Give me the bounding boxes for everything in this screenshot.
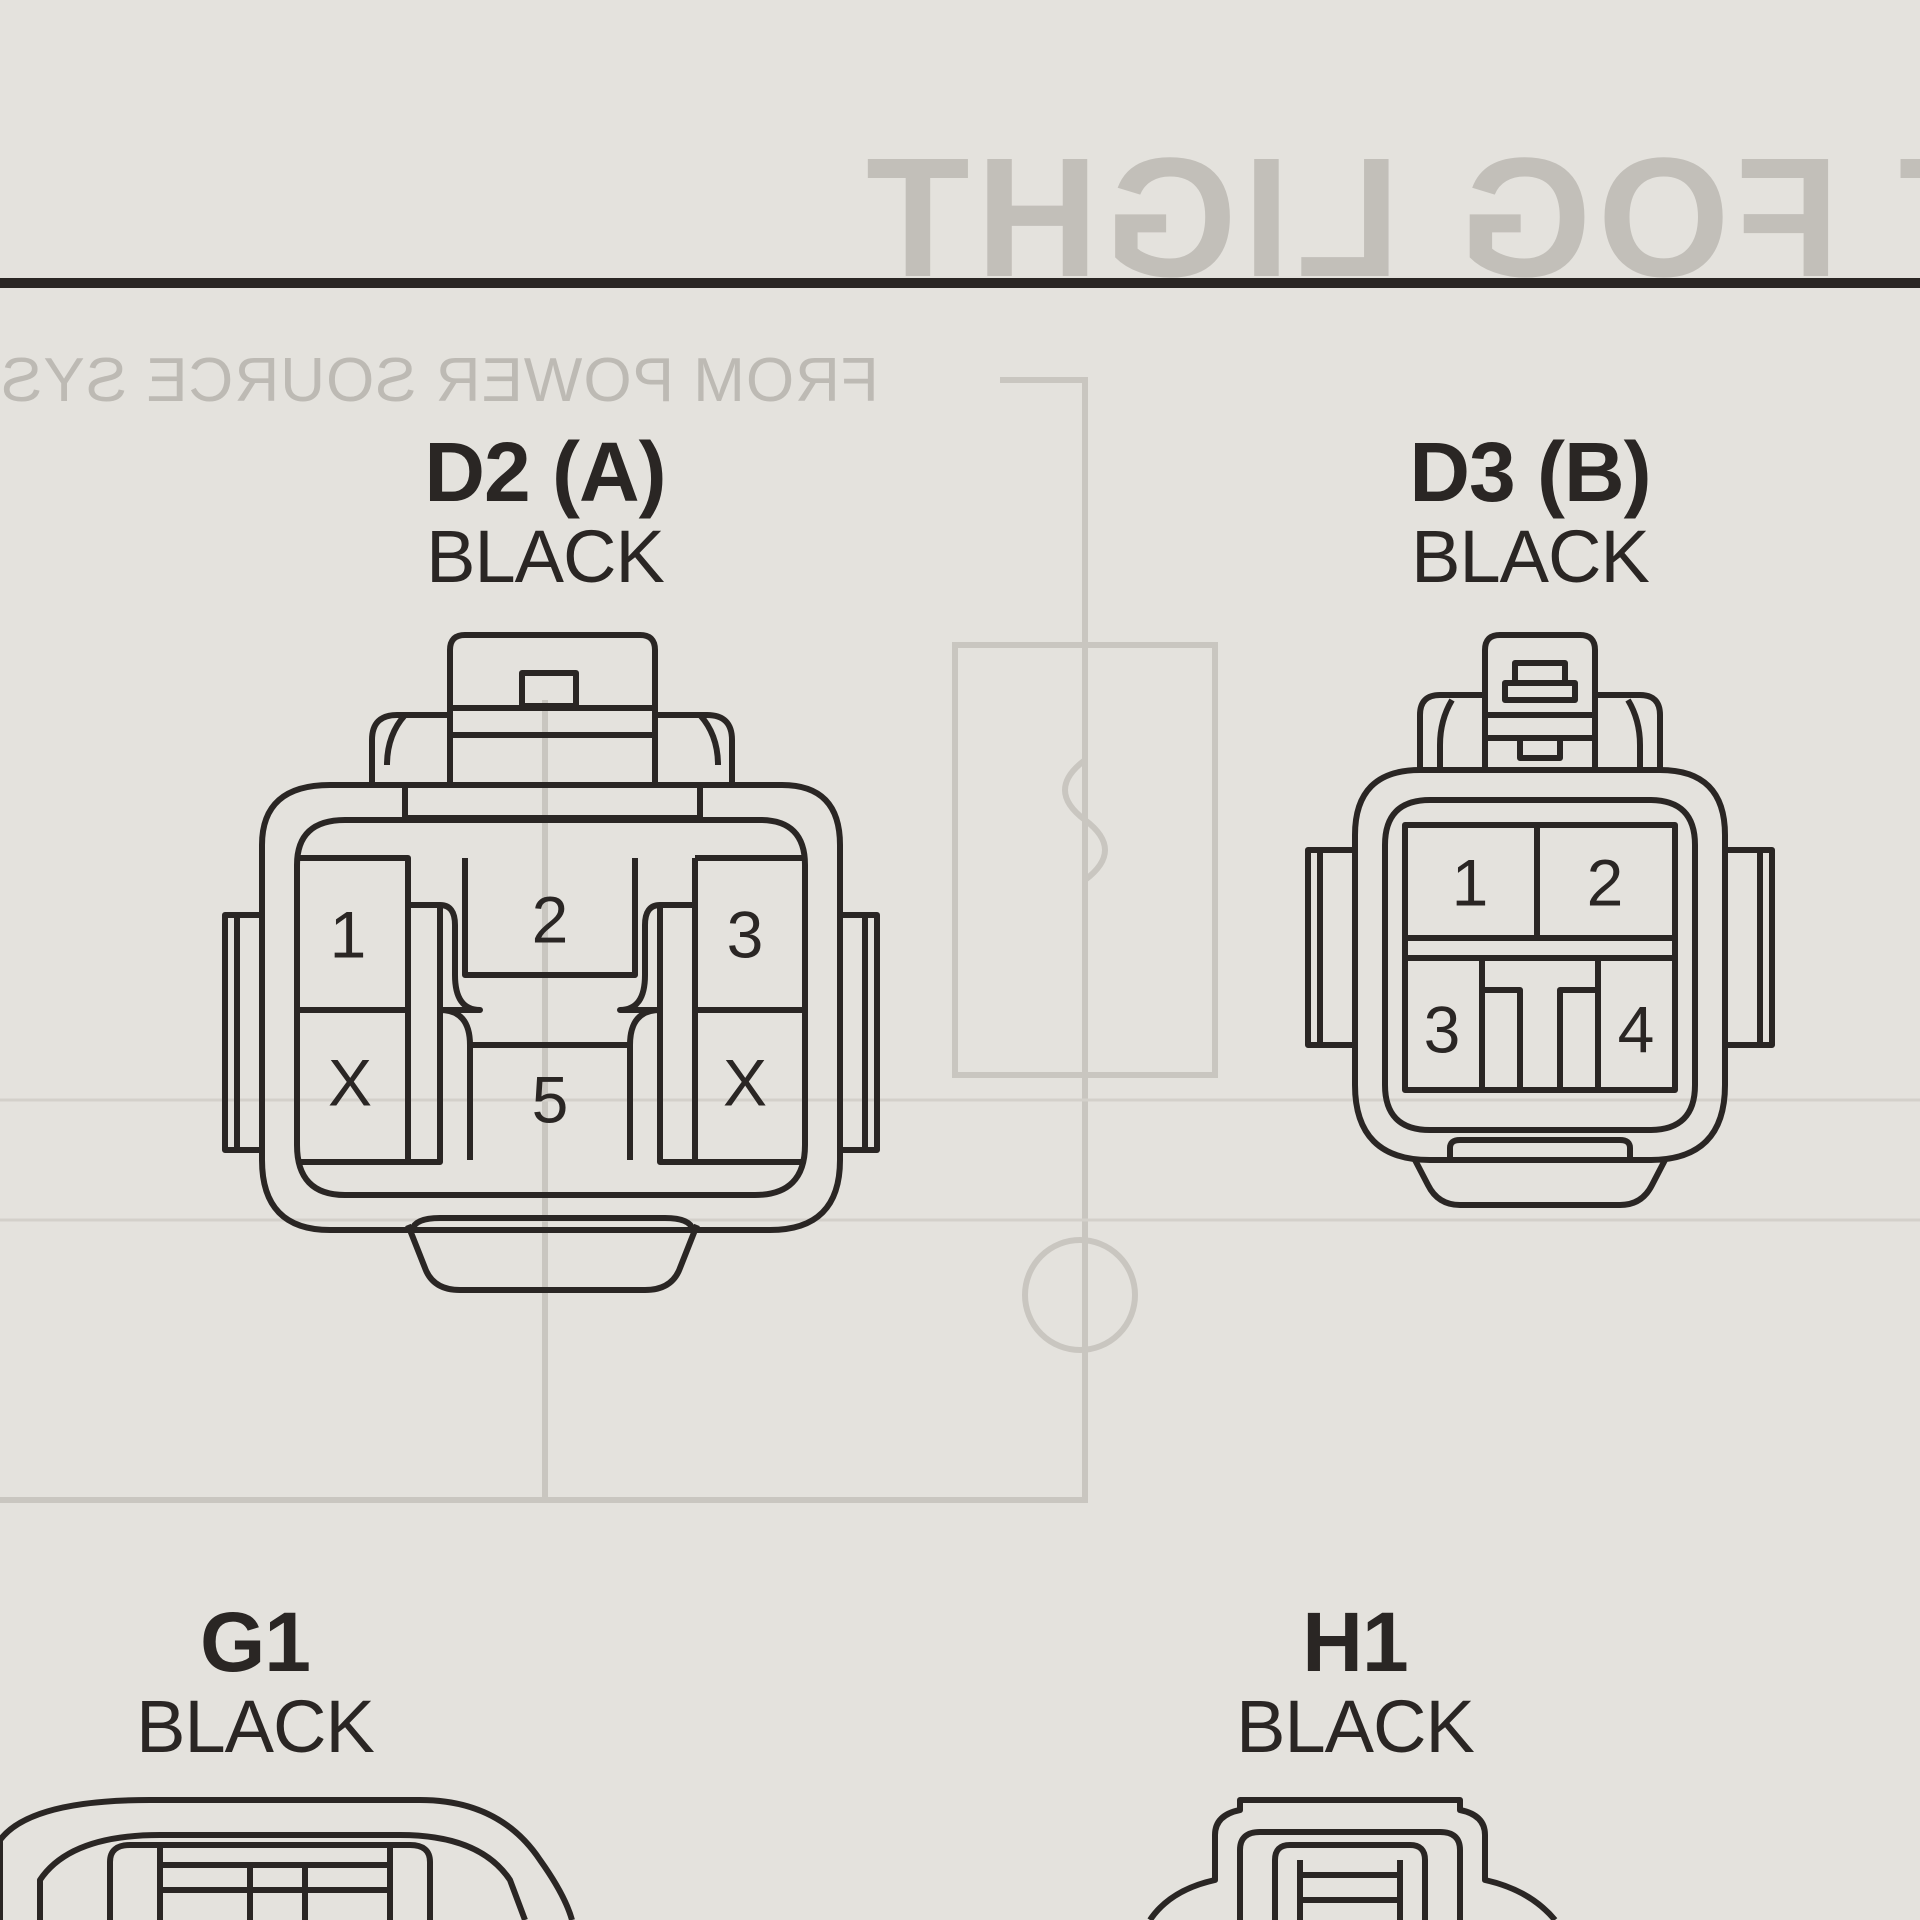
connector-d3-code: D3 (B) (1409, 425, 1651, 519)
d3-pin-4: 4 (1618, 992, 1655, 1066)
d2-pin-3: 3 (727, 897, 764, 971)
connector-d2-code: D2 (A) (424, 425, 666, 519)
header-rule (0, 278, 1920, 288)
connector-d3-pins: 1 2 3 4 (1424, 845, 1655, 1066)
connector-d3-color: BLACK (1411, 515, 1650, 598)
connector-d3-shape (1305, 632, 1775, 1208)
d2-pin-1: 1 (330, 897, 367, 971)
connector-h1-code: H1 (1302, 1595, 1408, 1689)
d2-pin-2: 2 (532, 882, 569, 956)
connector-g1-color: BLACK (136, 1685, 375, 1768)
connector-d2-pins: 1 2 3 X 5 X (328, 882, 767, 1136)
connector-d2-label: D2 (A) BLACK (400, 430, 690, 594)
connector-d3-label: D3 (B) BLACK (1385, 430, 1675, 594)
connector-h1-shape (1147, 1797, 1558, 1920)
connector-g1-label: G1 BLACK (110, 1600, 400, 1764)
d3-pin-3: 3 (1424, 992, 1461, 1066)
d2-pin-x-left: X (328, 1045, 372, 1119)
d3-pin-2: 2 (1587, 845, 1624, 919)
d3-pin-1: 1 (1452, 845, 1489, 919)
connector-g1-code: G1 (199, 1595, 311, 1689)
connector-d2-shape (222, 632, 880, 1293)
connector-h1-label: H1 BLACK (1210, 1600, 1500, 1764)
connector-h1-color: BLACK (1236, 1685, 1475, 1768)
connector-g1-shape (0, 1797, 575, 1920)
d2-pin-x-right: X (723, 1045, 767, 1119)
connector-d2-color: BLACK (426, 515, 665, 598)
d2-pin-5: 5 (532, 1062, 569, 1136)
